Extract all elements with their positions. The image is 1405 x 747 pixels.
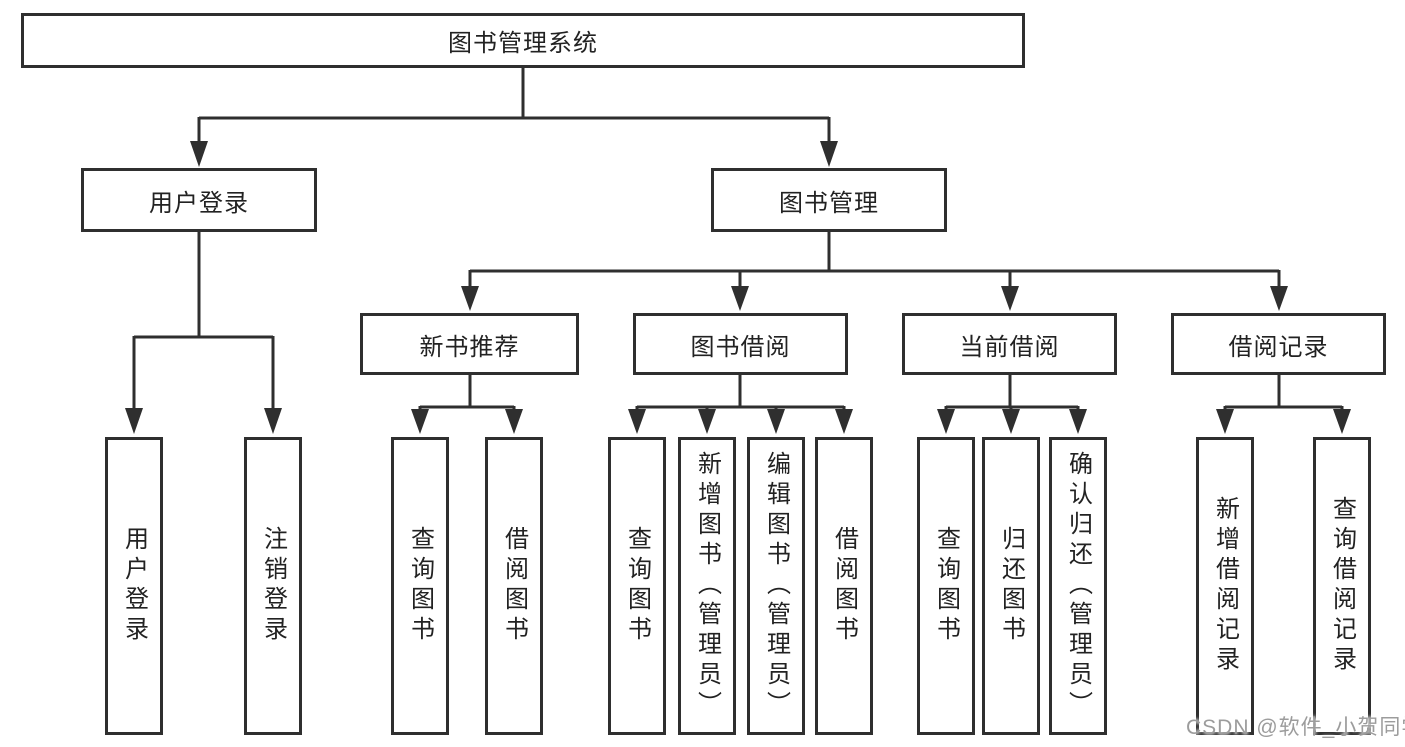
- leaf-current-confirm-return-admin: 确认归还（管理员）: [1049, 437, 1107, 735]
- connector-book-mgmt-to-level3: [461, 231, 1288, 311]
- node-book-mgmt: 图书管理: [711, 168, 947, 232]
- connector-borrow-record-to-leaves: [1216, 374, 1351, 434]
- leaf-borrow-query-books: 查询图书: [608, 437, 666, 735]
- leaf-record-query: 查询借阅记录: [1313, 437, 1371, 735]
- node-root-system: 图书管理系统: [21, 13, 1025, 68]
- leaf-current-query-books: 查询图书: [917, 437, 975, 735]
- leaf-user-login: 用户登录: [105, 437, 163, 735]
- connector-book-borrow-to-leaves: [628, 374, 853, 434]
- connector-root-to-level2: [190, 67, 838, 167]
- leaf-current-return-books: 归还图书: [982, 437, 1040, 735]
- connector-user-login-to-leaves: [125, 231, 282, 434]
- node-new-book-recommend: 新书推荐: [360, 313, 579, 375]
- node-user-login: 用户登录: [81, 168, 317, 232]
- leaf-borrow-add-books-admin: 新增图书（管理员）: [678, 437, 736, 735]
- connector-new-book-to-leaves: [411, 374, 523, 434]
- leaf-newbook-query-books: 查询图书: [391, 437, 449, 735]
- node-book-borrow: 图书借阅: [633, 313, 848, 375]
- leaf-record-add: 新增借阅记录: [1196, 437, 1254, 735]
- leaf-borrow-borrow-books: 借阅图书: [815, 437, 873, 735]
- connector-current-borrow-to-leaves: [937, 374, 1087, 434]
- node-current-borrow: 当前借阅: [902, 313, 1117, 375]
- watermark-csdn: CSDN @软件_小贺同学: [1186, 716, 1405, 739]
- node-borrow-record: 借阅记录: [1171, 313, 1386, 375]
- leaf-newbook-borrow-books: 借阅图书: [485, 437, 543, 735]
- leaf-borrow-edit-books-admin: 编辑图书（管理员）: [747, 437, 805, 735]
- leaf-logout: 注销登录: [244, 437, 302, 735]
